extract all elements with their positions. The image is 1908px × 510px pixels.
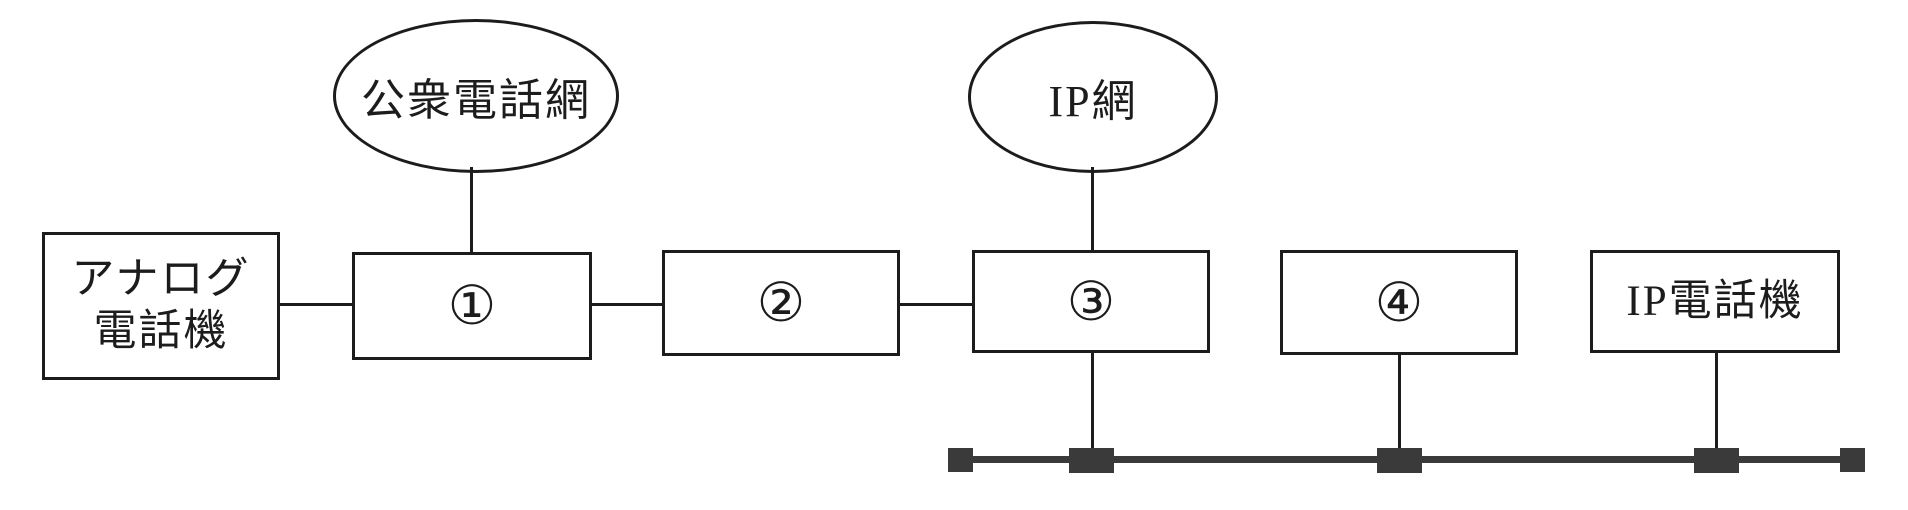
link-box1-to-box2	[592, 303, 662, 306]
bus-terminator-right	[1840, 448, 1865, 472]
device-box-3: ③	[972, 250, 1210, 353]
device-box-4: ④	[1280, 250, 1518, 355]
link-analog-phone-to-box1	[280, 303, 352, 306]
ip-network-cloud-label: IP網	[1048, 77, 1138, 126]
bus-terminator-left	[948, 448, 973, 472]
device-box-2: ②	[662, 250, 900, 356]
device-box-3-label: ③	[1066, 269, 1116, 333]
link-ip-phone-to-bus	[1715, 353, 1718, 450]
ip-phone-box: IP電話機	[1590, 250, 1840, 353]
ip-phone-label: IP電話機	[1626, 277, 1804, 325]
ip-network-cloud: IP網	[968, 21, 1218, 173]
bus-tap-box4	[1377, 448, 1422, 473]
bus-tap-ip-phone	[1694, 448, 1739, 473]
device-box-1-label: ①	[447, 274, 497, 337]
link-box3-to-bus	[1091, 353, 1094, 450]
device-box-2-label: ②	[756, 271, 806, 334]
bus-tap-box3	[1069, 448, 1114, 473]
link-box2-to-box3	[900, 303, 972, 306]
analog-phone-box: アナログ 電話機	[42, 232, 280, 380]
device-box-1: ①	[352, 252, 592, 360]
pstn-cloud-label: 公衆電話網	[361, 76, 591, 125]
device-box-4-label: ④	[1374, 270, 1424, 334]
link-ip-cloud-to-box3	[1091, 167, 1094, 250]
analog-phone-label-line1: アナログ	[71, 256, 251, 304]
analog-phone-label-line2: 電話機	[93, 308, 229, 355]
link-box4-to-bus	[1398, 355, 1401, 450]
pstn-cloud: 公衆電話網	[333, 19, 619, 173]
link-pstn-cloud-to-box1	[470, 167, 473, 252]
